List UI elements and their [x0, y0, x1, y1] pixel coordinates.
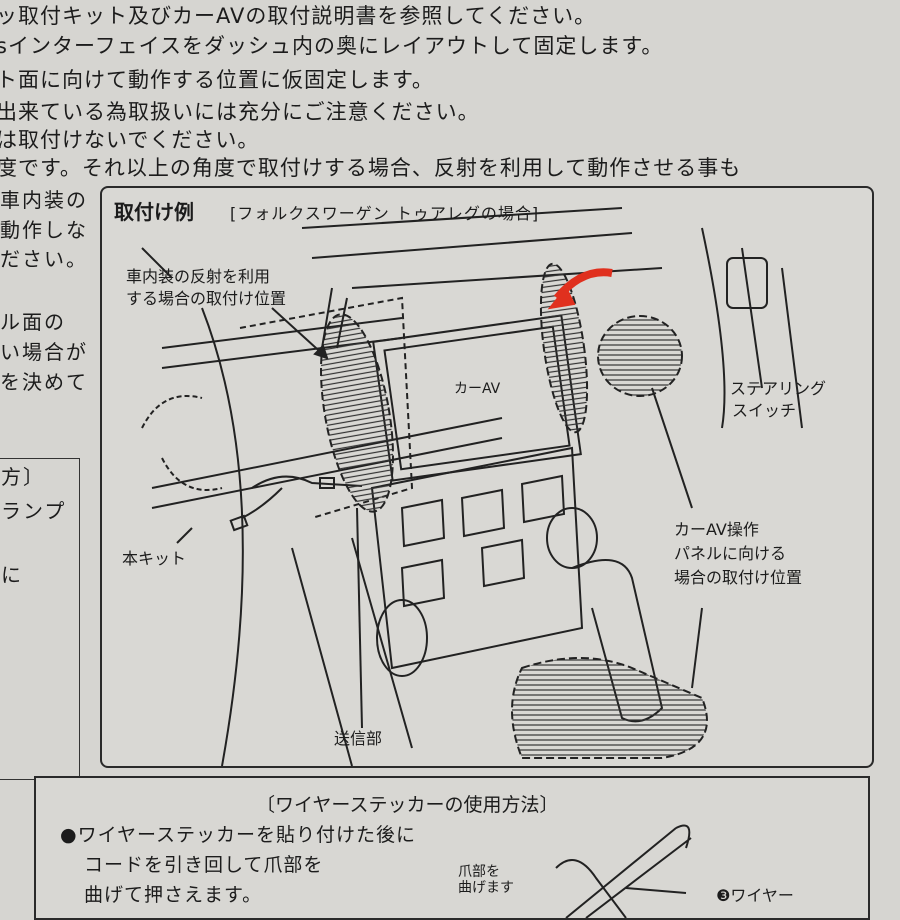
label-line: する場合の取付け位置	[126, 289, 287, 308]
text-line: 動作しな	[0, 218, 88, 242]
wire-sticker-section: 〔ワイヤーステッカーの使用方法〕 ●ワイヤーステッカーを貼り付けた後に コードを…	[34, 776, 870, 920]
label-line: 車内装の反射を利用	[126, 267, 271, 286]
transmitter-label: 送信部	[334, 729, 383, 748]
diagram-title: 取付け例	[114, 200, 194, 224]
car-av-label: カーAV	[454, 381, 501, 397]
text-line: sインターフェイスをダッシュ内の奥にレイアウトして固定します。	[0, 34, 664, 58]
text-line: ル面の	[0, 310, 66, 334]
text-line: 方〕	[1, 465, 45, 489]
text-line: に	[1, 563, 23, 587]
label-line: 爪部を	[458, 864, 500, 880]
text-line: ト面に向けて動作する位置に仮固定します。	[0, 68, 434, 92]
text-line: ッ取付キット及びカーAVの取付説明書を参照してください。	[0, 4, 597, 28]
dashboard-illustration	[141, 207, 803, 766]
text-line: 車内装の	[0, 188, 88, 212]
steering-switch-label: ステアリング スイッチ	[730, 378, 826, 422]
wire-label: ❸ワイヤー	[716, 886, 794, 905]
text-line: コードを引き回して爪部を	[84, 854, 324, 876]
text-line: ●ワイヤーステッカーを貼り付けた後に	[60, 824, 417, 846]
text-line: 出来ている為取扱いには充分にご注意ください。	[0, 100, 480, 124]
label-line: パネルに向ける	[674, 544, 787, 563]
text-line: は取付けないでください。	[0, 128, 260, 152]
text-line: 度です。それ以上の角度で取付けする場合、反射を利用して動作させる事も	[0, 156, 742, 180]
diagram-subtitle: [フォルクスワーゲン トゥアレグの場合]	[230, 204, 540, 223]
left-box: 方〕 ランプ に	[0, 458, 80, 780]
installation-diagram: 取付け例 [フォルクスワーゲン トゥアレグの場合] 車内装の反射を利用 する場合…	[100, 186, 874, 768]
kit-label: 本キット	[122, 549, 187, 568]
claw-label: 爪部を 曲げます	[458, 864, 514, 896]
label-line: カーAV操作	[674, 520, 759, 539]
text-line: ランプ	[1, 499, 67, 523]
text-line: い場合が	[0, 340, 88, 364]
label-line: スイッチ	[732, 401, 797, 420]
text-line: を決めて	[0, 370, 88, 394]
panel-position-label: カーAV操作 パネルに向ける 場合の取付け位置	[674, 518, 802, 590]
section-title: 〔ワイヤーステッカーの使用方法〕	[256, 794, 559, 816]
reflection-position-label: 車内装の反射を利用 する場合の取付け位置	[126, 266, 286, 310]
label-line: ステアリング	[730, 379, 827, 398]
label-line: 場合の取付け位置	[674, 568, 803, 587]
text-line: ださい。	[0, 247, 88, 271]
label-line: 曲げます	[458, 880, 514, 896]
